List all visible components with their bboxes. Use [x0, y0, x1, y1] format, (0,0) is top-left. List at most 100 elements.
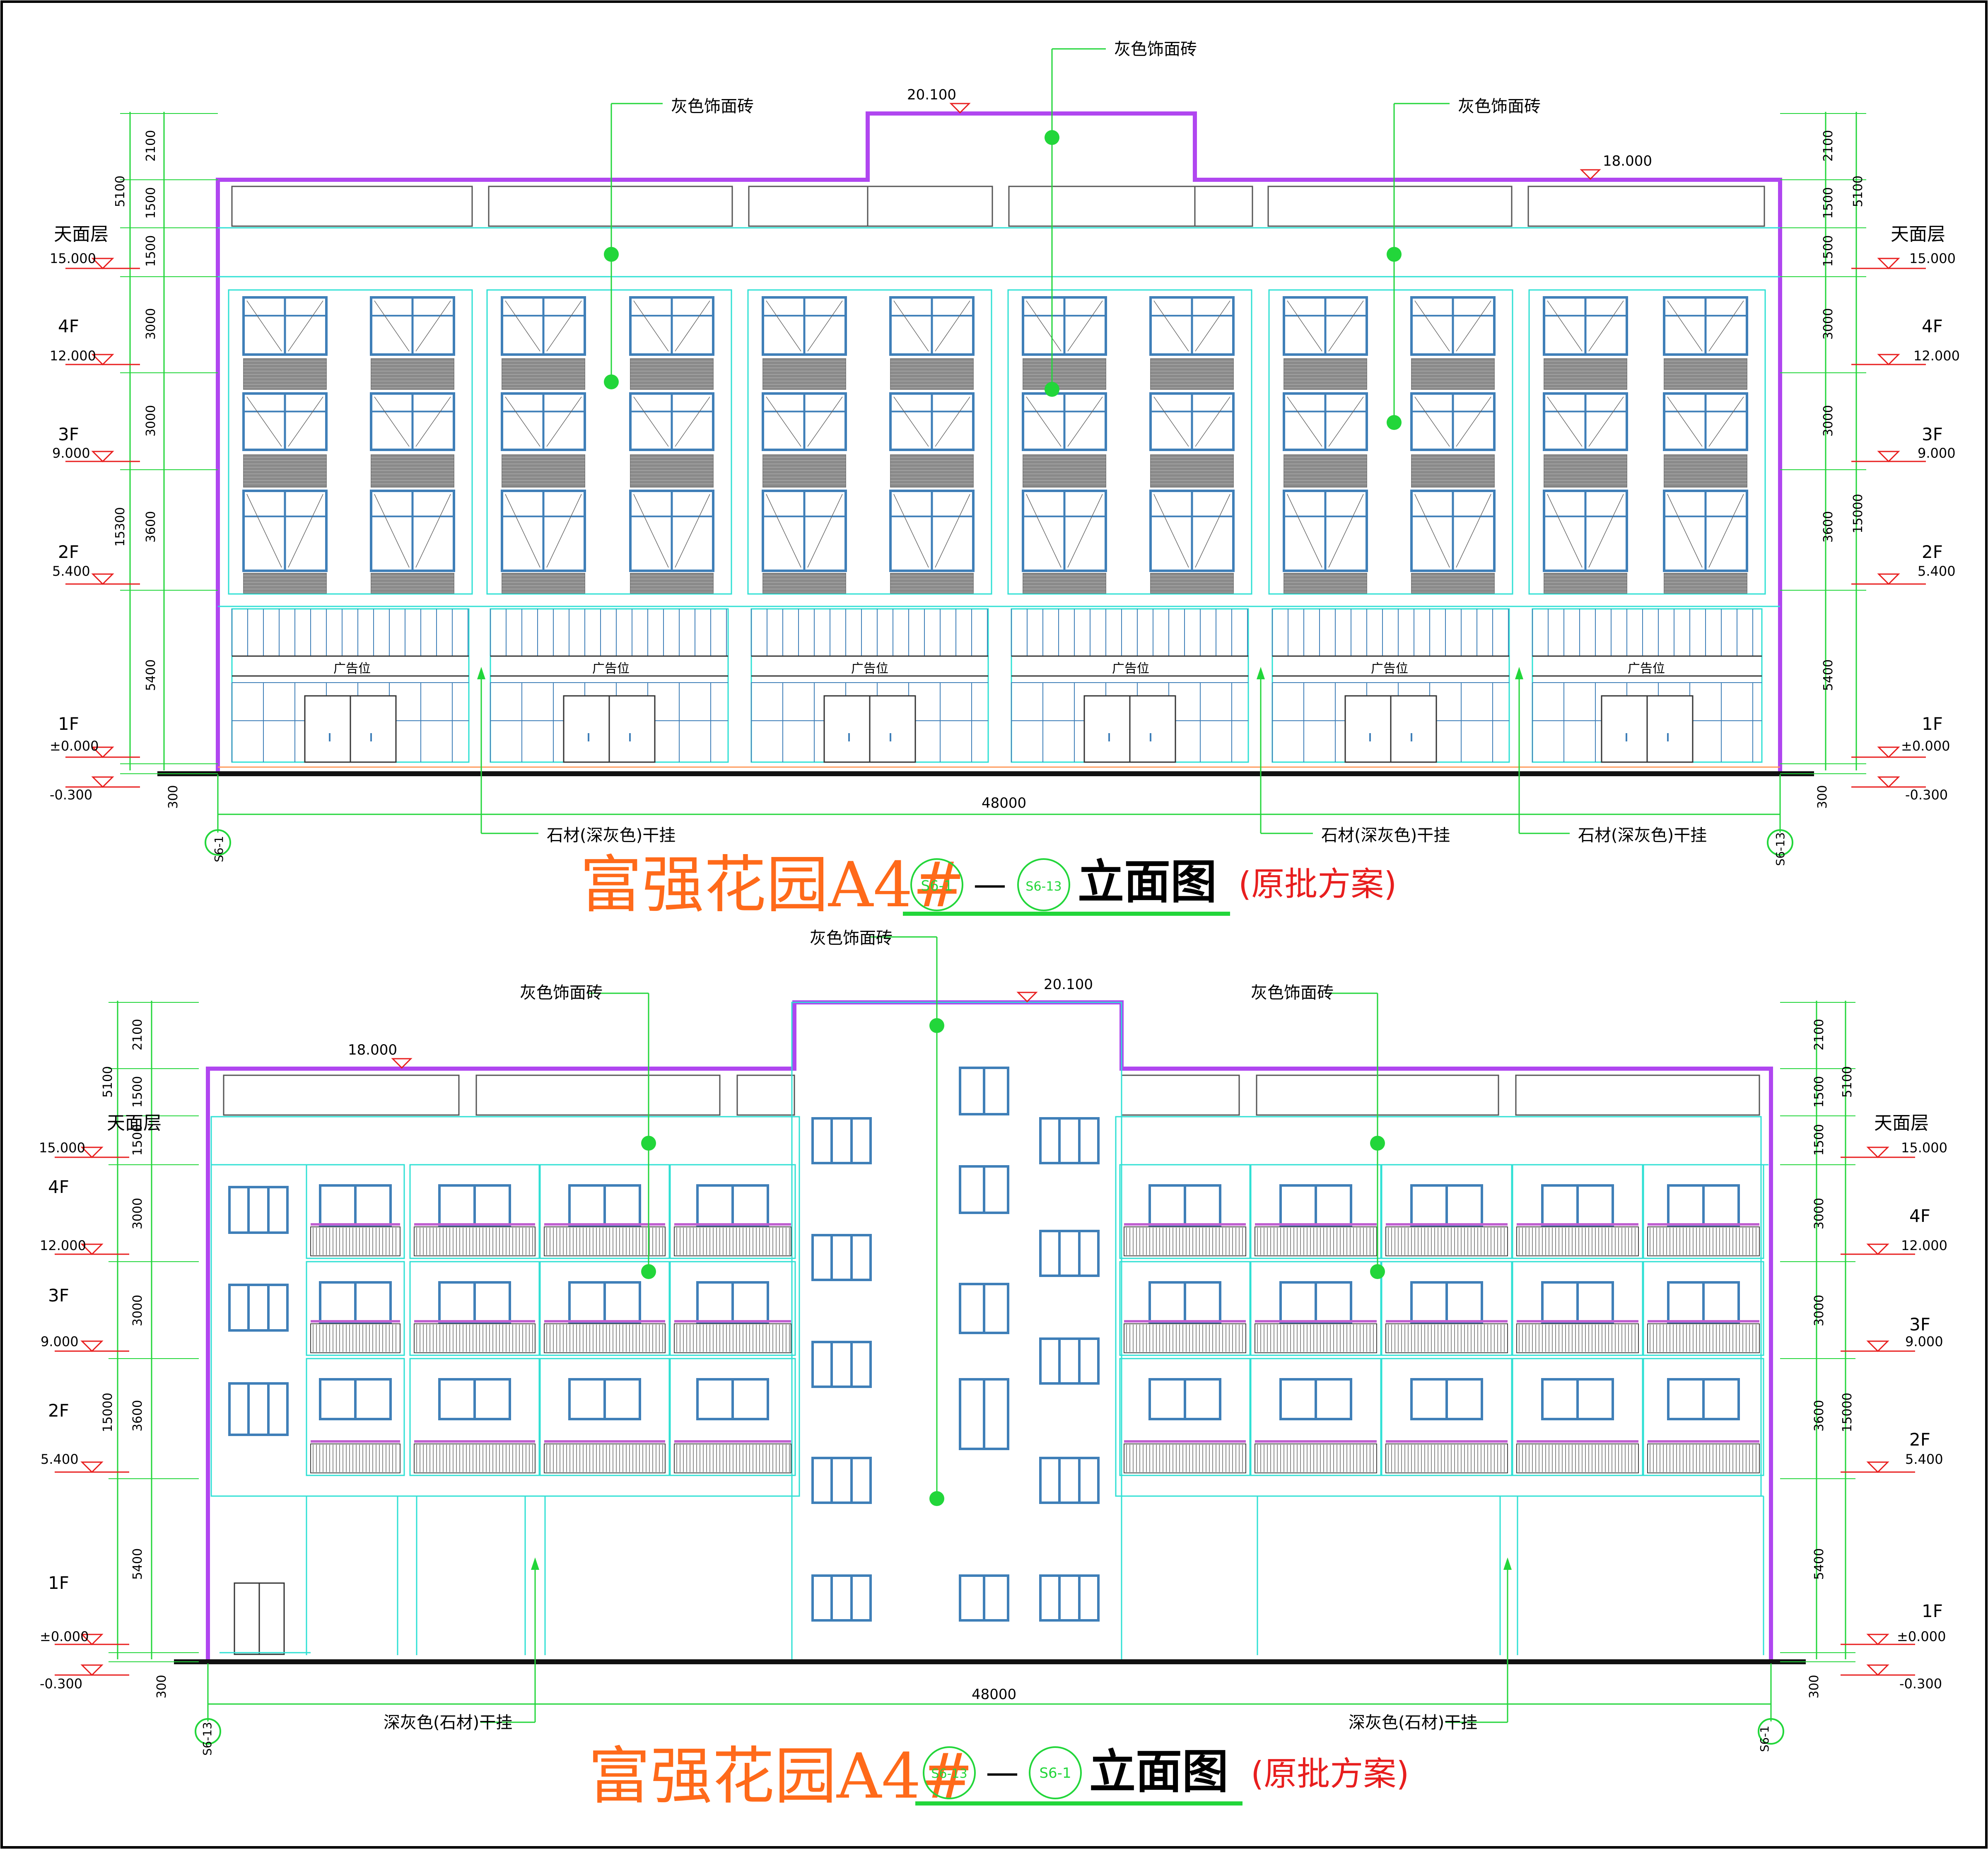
dim-1500a-r: 1500 [1812, 1076, 1826, 1108]
axis-right-label: S6-1 [1758, 1726, 1771, 1752]
balcony-railing [414, 1226, 536, 1256]
callout-left-label: 灰色饰面砖 [520, 983, 603, 1002]
window [1039, 1457, 1100, 1504]
aircon-shutter [762, 573, 846, 594]
parapet-panel [1008, 186, 1253, 227]
level-marker [91, 354, 114, 366]
stone-label-1: 深灰色(石材)干挂 [384, 1713, 512, 1732]
dim-5100-r: 5100 [1840, 1066, 1855, 1098]
roof-elev-marker [1016, 992, 1038, 1003]
level-2f-elev-r: 5.400 [1918, 563, 1956, 579]
callout-left-label: 灰色饰面砖 [671, 97, 754, 116]
parapet-panel [231, 186, 473, 227]
leader-arrow [1503, 1557, 1512, 1570]
axis-bubble [195, 1718, 221, 1745]
bay-frame [228, 289, 473, 595]
window-swing [1708, 300, 1744, 352]
window [1039, 1574, 1100, 1622]
window-swing [374, 494, 410, 568]
window [811, 1117, 872, 1164]
level-marker [1877, 746, 1900, 758]
window-swing [1287, 396, 1322, 447]
window-swing [415, 300, 451, 352]
balcony-bay [1643, 1358, 1764, 1476]
window-swing [505, 300, 540, 352]
balcony-railing [544, 1443, 666, 1473]
aircon-shutter [371, 573, 454, 594]
level-marker [1877, 258, 1900, 270]
level-4f-elev-r: 12.000 [1913, 348, 1960, 364]
level-2f-name-r: 2F [1909, 1429, 1930, 1450]
ad-label: 广告位 [1112, 661, 1149, 676]
callout-right-label: 灰色饰面砖 [1458, 97, 1541, 116]
balcony-railing [674, 1443, 791, 1473]
window [228, 1186, 289, 1234]
callout-dot [1370, 1136, 1385, 1151]
dim-3000a-r: 3000 [1821, 308, 1836, 340]
window-swing [1026, 300, 1062, 352]
window-swing [1153, 300, 1189, 352]
window-swing [675, 300, 710, 352]
window-swing [505, 396, 540, 447]
window-swing [675, 396, 710, 447]
window [1039, 1117, 1100, 1164]
dim-5400-r: 5400 [1821, 659, 1836, 691]
balcony-bay [306, 1164, 405, 1259]
aircon-shutter [890, 454, 974, 488]
aircon-shutter [1150, 573, 1234, 594]
window-swing [546, 300, 582, 352]
balcony-bay [1250, 1164, 1382, 1259]
level-roof-elev-r: 15.000 [1901, 1140, 1947, 1156]
window-swing [1287, 494, 1322, 568]
dim-3000b-r: 3000 [1812, 1295, 1826, 1326]
bottom-labels: 灰色饰面砖 灰色饰面砖 灰色饰面砖 20.100 18.000 天面层 15.0… [39, 929, 1947, 1813]
level-4f-name: 4F [48, 1177, 69, 1197]
window-swing [1195, 300, 1230, 352]
window-swing [246, 396, 282, 447]
dim-5100: 5100 [101, 1066, 115, 1098]
balcony-railing [674, 1323, 791, 1353]
bay-frame [747, 289, 992, 595]
level-marker [1866, 1461, 1889, 1473]
parapet-panel [1121, 1074, 1240, 1116]
window-swing [1547, 494, 1583, 568]
level-roof-elev-r: 15.000 [1909, 251, 1956, 266]
level-marker [1866, 1634, 1889, 1646]
balcony-bay [1381, 1358, 1513, 1476]
title-suffix: 立面图 [1078, 855, 1217, 909]
level-marker [80, 1243, 104, 1255]
balcony-bay [1512, 1358, 1643, 1476]
below-ground-elev: -0.300 [40, 1676, 82, 1692]
balcony-bay [409, 1358, 540, 1476]
level-3f-name-r: 3F [1909, 1314, 1930, 1335]
window-swing [1067, 396, 1103, 447]
dim-1500a-r: 1500 [1821, 187, 1836, 219]
level-3f-name: 3F [48, 1285, 69, 1306]
window-swing [415, 494, 451, 568]
dim-1500b: 1500 [144, 235, 158, 267]
aircon-shutter [890, 573, 974, 594]
approval-note: (原批方案) [1238, 865, 1397, 903]
axis-right-label: S6-13 [1773, 832, 1787, 866]
level-4f-elev: 12.000 [40, 1238, 86, 1253]
aircon-shutter [502, 358, 585, 390]
window-swing [1456, 494, 1491, 568]
roof-elev-marker [949, 103, 971, 114]
top-title-block: 富强花园A4# S6-1 — S6-13 立面图 (原批方案) [580, 849, 1397, 921]
level-roof-elev: 15.000 [50, 251, 96, 266]
callout-dot [1387, 247, 1402, 262]
window-swing [1456, 396, 1491, 447]
aircon-shutter [371, 454, 454, 488]
window [811, 1234, 872, 1281]
level-marker [80, 1634, 104, 1646]
window-swing [1195, 494, 1230, 568]
balcony-bay [669, 1164, 796, 1259]
level-1f-name-r: 1F [1922, 714, 1943, 734]
balcony-bay [1381, 1164, 1513, 1259]
balcony-bay [1381, 1261, 1513, 1356]
leader-arrow [1257, 667, 1265, 679]
dim-1500b-r: 1500 [1821, 235, 1836, 267]
balcony-railing [310, 1323, 400, 1353]
window-swing [1667, 300, 1703, 352]
level-marker [1866, 1243, 1889, 1255]
